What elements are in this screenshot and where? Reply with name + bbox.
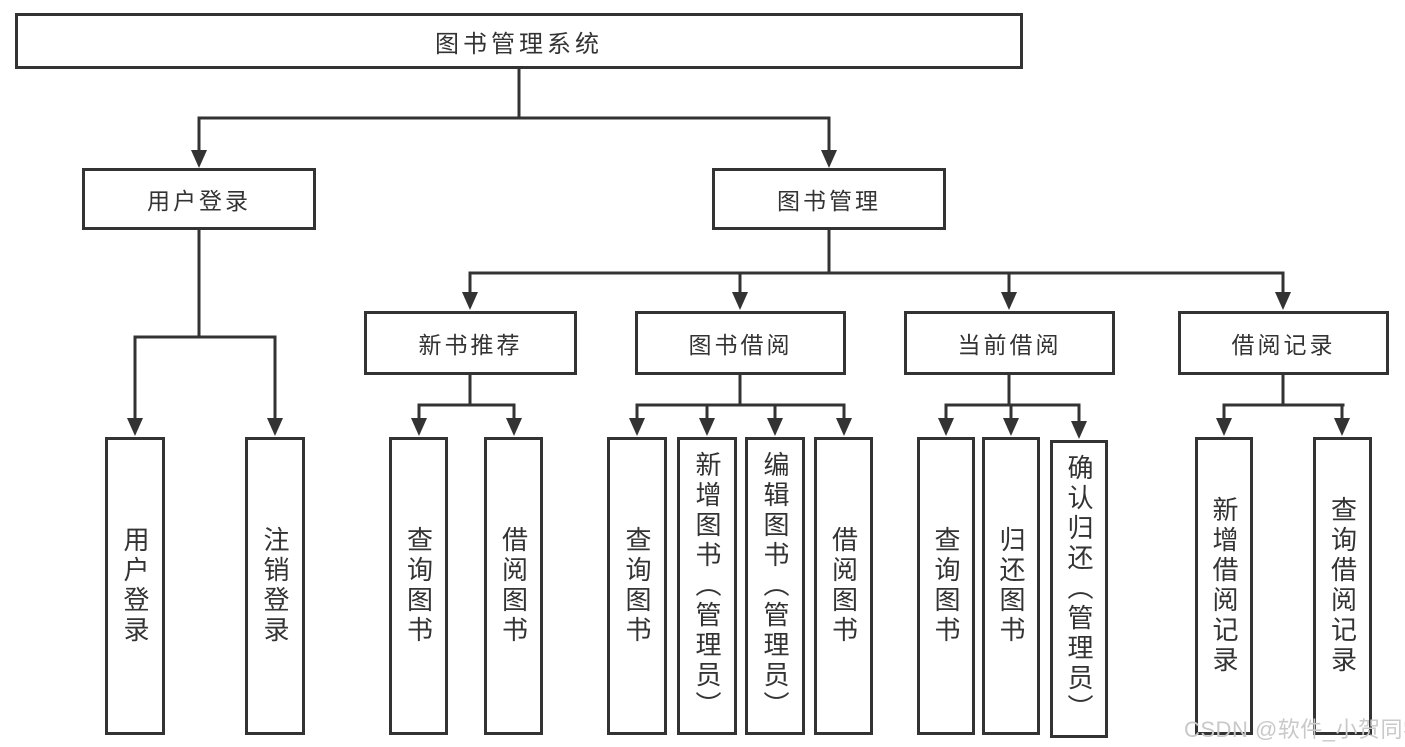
- node-label: 用户登录: [147, 188, 251, 214]
- node-leaf-query-books: 查询图书: [607, 437, 667, 735]
- node-leaf-query-books: 查询图书: [917, 437, 975, 735]
- node-label: 图书管理系统: [435, 30, 603, 58]
- node-label: 图书借阅: [688, 332, 793, 358]
- node-new-book-recommend: 新书推荐: [364, 311, 577, 375]
- node-leaf-return-books: 归还图书: [982, 437, 1040, 735]
- arrow-down-icon: [267, 418, 283, 436]
- arrow-down-icon: [1216, 418, 1232, 436]
- arrow-down-icon: [767, 418, 783, 436]
- node-book-management: 图书管理: [712, 168, 946, 230]
- node-leaf-query-borrow-record: 查询借阅记录: [1313, 437, 1372, 735]
- node-label: 查询图书: [622, 526, 652, 646]
- arrow-down-icon: [1001, 292, 1017, 310]
- arrow-down-icon: [127, 418, 143, 436]
- node-leaf-add-book-admin: 新增图书（管理员）: [677, 437, 737, 735]
- connector-book-borrow-children: [629, 375, 852, 436]
- node-leaf-borrow-books: 借阅图书: [484, 437, 543, 735]
- node-leaf-logout: 注销登录: [245, 437, 305, 735]
- node-label: 查询借阅记录: [1327, 496, 1358, 676]
- node-label: 借阅图书: [498, 526, 529, 646]
- node-label: 新增图书（管理员）: [692, 451, 722, 721]
- arrow-down-icon: [462, 292, 478, 310]
- connector-new-rec-children: [411, 375, 522, 436]
- node-label: 新书推荐: [418, 332, 523, 358]
- arrow-down-icon: [191, 150, 207, 168]
- node-leaf-query-books: 查询图书: [389, 437, 448, 735]
- node-label: 注销登录: [260, 526, 290, 646]
- arrow-down-icon: [699, 418, 715, 436]
- node-label: 借阅图书: [828, 526, 859, 646]
- connector-root-to-level2: [191, 69, 837, 168]
- node-label: 查询图书: [931, 526, 961, 646]
- arrow-down-icon: [411, 418, 427, 436]
- arrow-down-icon: [732, 292, 748, 310]
- arrow-down-icon: [506, 418, 522, 436]
- node-label: 归还图书: [996, 526, 1026, 646]
- node-borrowing-records: 借阅记录: [1178, 311, 1389, 375]
- csdn-watermark: CSDN @软件_小贺同学: [1184, 717, 1405, 742]
- connector-borrow-record-children: [1216, 375, 1350, 436]
- connector-current-borrow-children: [938, 375, 1087, 439]
- node-label: 用户登录: [120, 526, 150, 646]
- arrow-down-icon: [1334, 418, 1350, 436]
- node-leaf-edit-book-admin: 编辑图书（管理员）: [745, 437, 805, 735]
- node-label: 图书管理: [777, 188, 881, 214]
- arrow-down-icon: [1003, 418, 1019, 436]
- node-label: 查询图书: [403, 526, 434, 646]
- node-label: 借阅记录: [1231, 332, 1336, 358]
- node-leaf-confirm-return-admin: 确认归还（管理员）: [1050, 440, 1108, 738]
- node-leaf-borrow-books: 借阅图书: [814, 437, 873, 735]
- node-leaf-user-login: 用户登录: [105, 437, 165, 735]
- connector-book-mgmt-to-level3: [462, 230, 1291, 310]
- node-leaf-add-borrow-record: 新增借阅记录: [1195, 437, 1253, 735]
- node-label: 新增借阅记录: [1209, 496, 1239, 676]
- node-label: 编辑图书（管理员）: [760, 451, 790, 721]
- node-library-system: 图书管理系统: [15, 13, 1023, 69]
- arrow-down-icon: [938, 418, 954, 436]
- arrow-down-icon: [821, 150, 837, 168]
- node-book-borrowing: 图书借阅: [635, 311, 846, 375]
- node-label: 当前借阅: [957, 332, 1062, 358]
- node-current-borrowing: 当前借阅: [904, 311, 1115, 375]
- arrow-down-icon: [836, 418, 852, 436]
- arrow-down-icon: [1071, 421, 1087, 439]
- connector-user-login-children: [127, 230, 283, 436]
- arrow-down-icon: [629, 418, 645, 436]
- node-label: 确认归还（管理员）: [1064, 454, 1094, 724]
- node-user-login: 用户登录: [82, 168, 316, 230]
- arrow-down-icon: [1275, 292, 1291, 310]
